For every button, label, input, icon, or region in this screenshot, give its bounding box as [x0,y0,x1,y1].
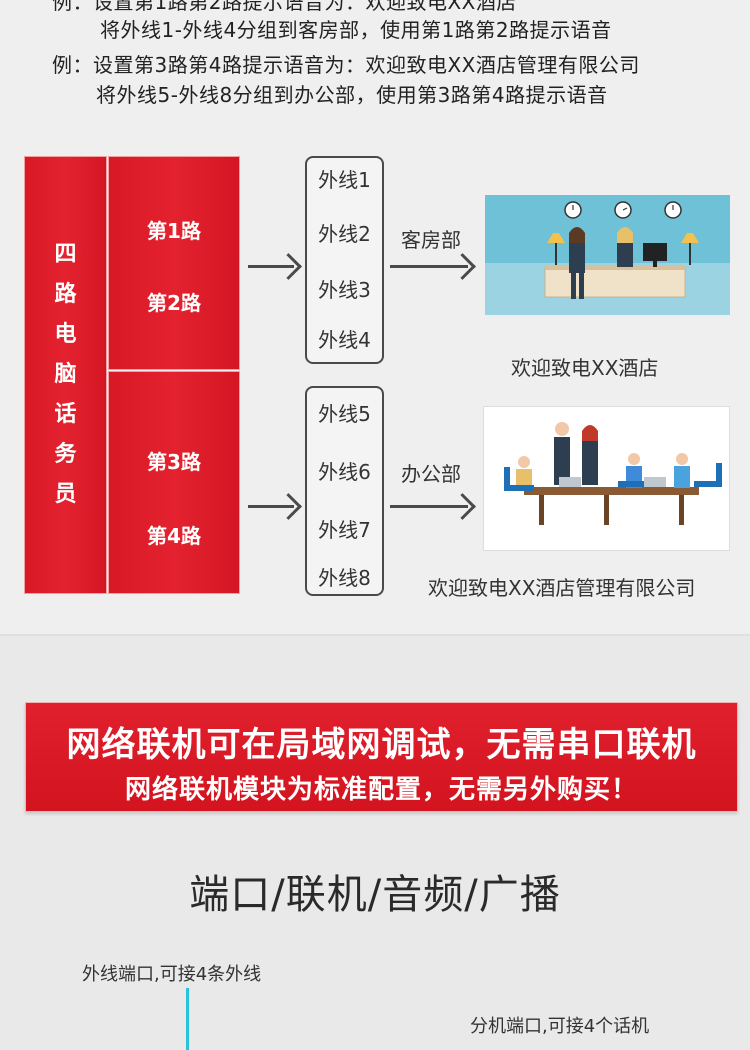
trunk-label: 外线7 [318,518,371,542]
trunk-label: 外线4 [318,328,371,352]
banner-line-2: 网络联机模块为标准配置，无需另外购买！ [124,775,638,805]
example2-line2: 将外线5-外线8分组到办公部，使用第3路第4路提示语音 [96,83,608,107]
example1-line2: 将外线1-外线4分组到客房部，使用第1路第2路提示语音 [100,18,612,42]
reception-illustration [485,195,730,315]
attendant-char: 话 [54,402,77,427]
attendant-char: 四 [54,242,77,267]
line-label: 第1路 [147,219,201,243]
attendant-char: 务 [54,442,77,467]
dept-label-guest-rooms: 客房部 [401,228,461,252]
trunk-box-2: 外线5 外线6 外线7 外线8 [305,386,384,596]
line-label: 第4路 [147,524,201,548]
trunk-label: 外线5 [318,402,371,426]
extension-port-note: 分机端口,可接4个话机 [470,1016,650,1037]
callout-line [186,988,189,1050]
trunk-box-1: 外线1 外线2 外线3 外线4 [305,156,384,364]
trunk-label: 外线2 [318,222,371,246]
trunk-label: 外线1 [318,168,371,192]
line-group-2: 第3路 第4路 [108,371,240,594]
arrow-shaft [390,505,468,508]
section-title: 端口/联机/音频/广播 [189,872,561,918]
section-divider [0,634,750,636]
trunk-label: 外线8 [318,566,371,590]
caption-hotel: 欢迎致电XX酒店 [511,356,659,380]
attendant-panel: 四 路 电 脑 话 务 员 [24,156,107,594]
attendant-char: 员 [54,482,77,507]
attendant-char: 脑 [54,362,77,387]
line-group-1: 第1路 第2路 [108,156,240,370]
trunk-label: 外线6 [318,460,371,484]
network-banner: 网络联机可在局域网调试，无需串口联机 网络联机模块为标准配置，无需另外购买！ [25,702,738,812]
office-meeting-illustration [483,406,730,551]
example1-line1: 例：设置第1路第2路提示语音为：欢迎致电XX酒店 [52,0,517,14]
trunk-label: 外线3 [318,278,371,302]
lower-background [0,636,750,1050]
example2-line1: 例：设置第3路第4路提示语音为：欢迎致电XX酒店管理有限公司 [52,53,640,77]
line-label: 第3路 [147,450,201,474]
banner-line-1: 网络联机可在局域网调试，无需串口联机 [66,725,697,765]
dept-label-office: 办公部 [401,462,461,486]
arrow-shaft [390,265,468,268]
attendant-char: 电 [54,322,77,347]
arrow-shaft [248,265,294,268]
caption-hotel-company: 欢迎致电XX酒店管理有限公司 [428,576,696,600]
line-label: 第2路 [147,291,201,315]
attendant-char: 路 [54,282,77,307]
arrow-shaft [248,505,294,508]
trunk-port-note: 外线端口,可接4条外线 [82,964,262,985]
